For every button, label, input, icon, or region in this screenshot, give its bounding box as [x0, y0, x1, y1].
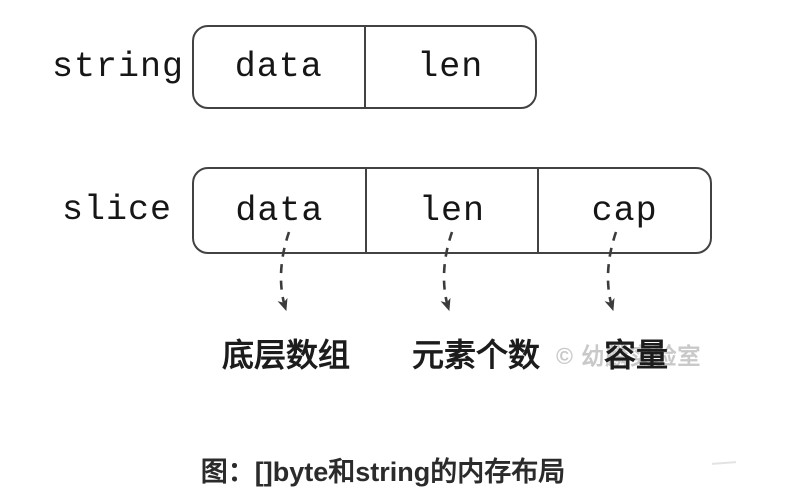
slice-cell-cap: cap	[537, 169, 710, 252]
slice-struct-box: data len cap	[192, 167, 712, 254]
slice-cell-data: data	[235, 190, 324, 231]
string-struct-box: data len	[192, 25, 537, 109]
figure-caption: 图：[]byte和string的内存布局	[200, 457, 566, 487]
slice-row-label: slice	[61, 190, 172, 230]
string-row-label: string	[51, 47, 184, 87]
string-cell-len: len	[363, 27, 536, 107]
watermark-text: © 幼麟实验室	[556, 343, 702, 369]
annotation-element-count: 元素个数	[412, 337, 541, 373]
annotation-capacity: 容量	[604, 337, 669, 373]
string-cell-data: data	[234, 47, 323, 87]
annotation-underlying-array: 底层数组	[222, 337, 351, 373]
slice-cell-len: len	[364, 169, 538, 252]
